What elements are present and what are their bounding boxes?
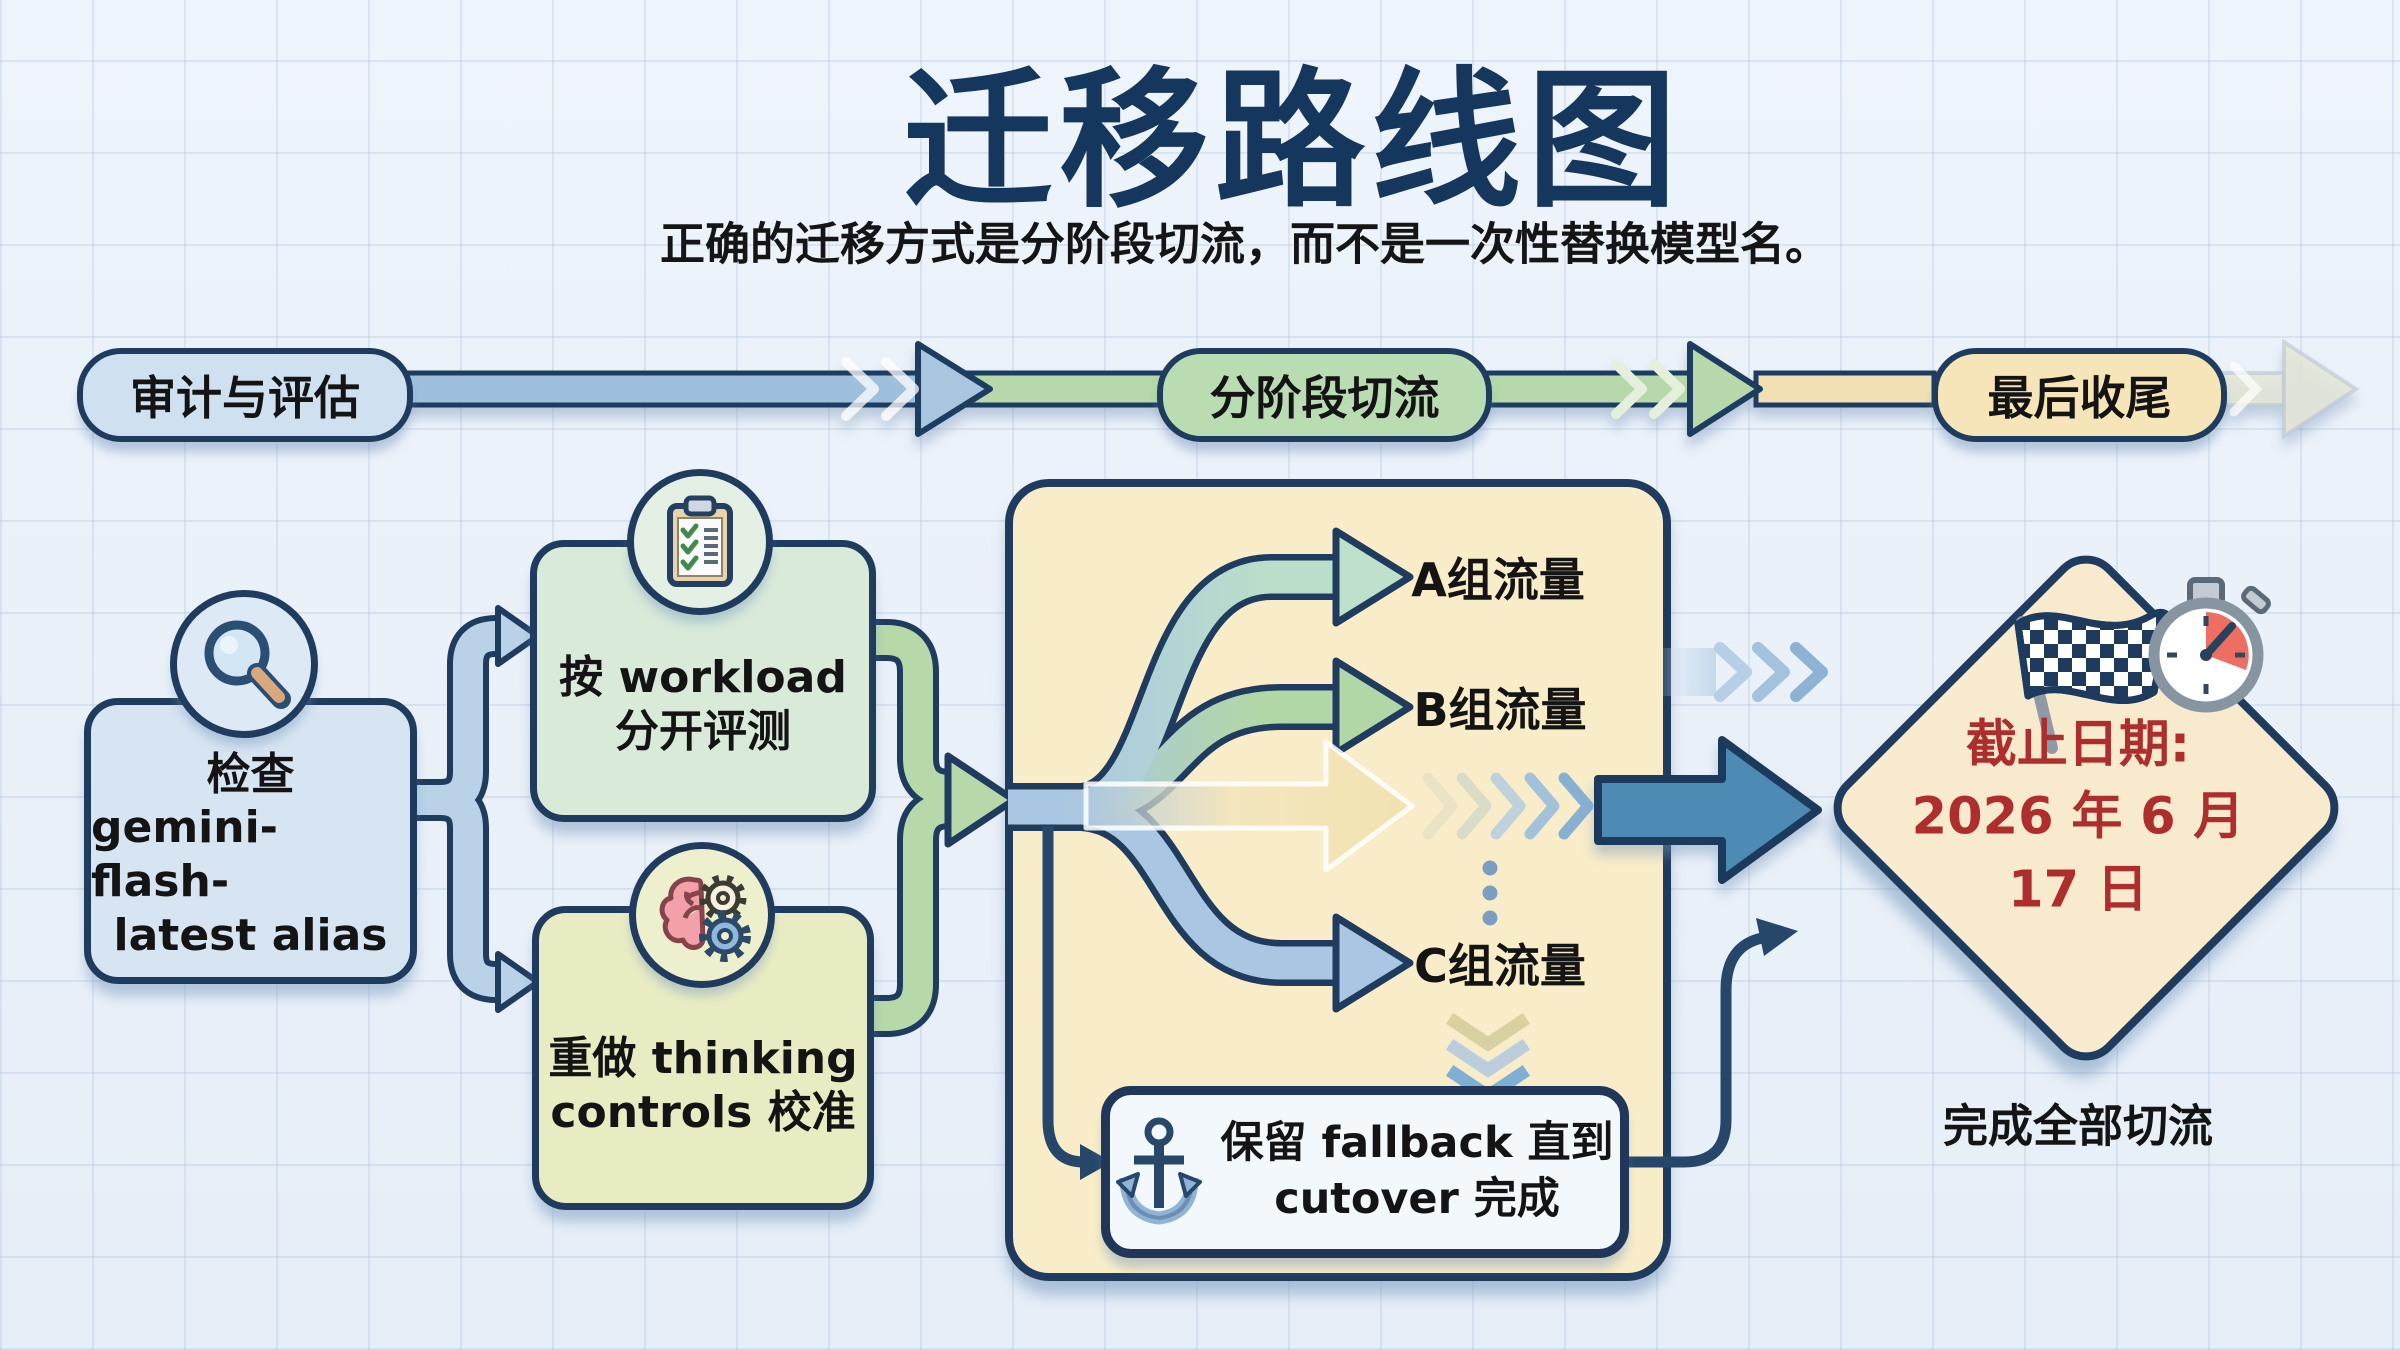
page-subtitle: 正确的迁移方式是分阶段切流，而不是一次性替换模型名。 <box>659 217 1831 271</box>
timeline-arrowhead-green <box>1687 341 1763 437</box>
stage-pill-wrapup: 最后收尾 <box>1932 348 2227 442</box>
fallback-line: 保留 fallback 直到 <box>1220 1118 1614 1169</box>
thinking-badge <box>629 842 775 988</box>
brain-gears-icon <box>659 874 751 962</box>
branch-c-arrowhead <box>1332 913 1414 1013</box>
stage-label: 审计与评估 <box>130 371 360 425</box>
exit-chevrons <box>1714 642 1828 702</box>
magnifier-icon <box>204 620 291 709</box>
big-cutover-arrow <box>1594 736 1822 884</box>
deadline-line: 17 日 <box>2008 860 2148 920</box>
stage-pill-audit: 审计与评估 <box>77 348 413 442</box>
timeline-arrowhead-faded <box>2282 338 2360 440</box>
stage-pill-rollout: 分阶段切流 <box>1157 348 1492 442</box>
audit-badge <box>170 590 318 738</box>
deadline-text: 截止日期: 2026 年 6 月 17 日 <box>1912 709 2245 926</box>
stage-label: 最后收尾 <box>1987 371 2172 425</box>
merge-connector <box>858 619 1018 1037</box>
deadline-line: 截止日期: <box>1965 715 2191 775</box>
page-title: 迁移路线图 <box>902 54 1684 229</box>
fallback-line: cutover 完成 <box>1274 1174 1560 1224</box>
faded-phase-arrow <box>1083 739 1415 873</box>
cutover-exit <box>1594 642 1828 1168</box>
thinking-line: 重做 thinking <box>548 1033 858 1085</box>
ellipsis-dots <box>1482 860 1498 926</box>
thinking-line: controls 校准 <box>550 1087 856 1138</box>
audit-line: 检查 <box>206 748 295 800</box>
fallback-text: 保留 fallback 直到 cutover 完成 <box>1220 1116 1613 1228</box>
deadline-line: 2026 年 6 月 <box>1911 787 2245 847</box>
clipboard-checklist-icon <box>667 495 733 587</box>
group-a-label: A组流量 <box>1411 553 1585 607</box>
group-c-label: C组流量 <box>1414 939 1586 993</box>
workload-badge <box>627 469 773 615</box>
workload-line: 按 workload <box>559 652 847 704</box>
audit-split-connector <box>400 605 541 1013</box>
fallback-box: 保留 fallback 直到 cutover 完成 <box>1101 1086 1629 1258</box>
stage-label: 分阶段切流 <box>1209 371 1440 425</box>
traffic-branches <box>1008 527 1594 1180</box>
deadline-caption: 完成全部切流 <box>1942 1099 2214 1153</box>
timeline-track <box>389 338 2360 440</box>
branch-b-arrowhead <box>1332 657 1414 757</box>
audit-line: gemini-flash- <box>91 802 278 907</box>
stopwatch-icon <box>2148 577 2271 713</box>
timeline-arrowhead-blue <box>915 341 993 437</box>
anchor-icon <box>1116 1117 1203 1225</box>
workload-line: 分开评测 <box>615 706 791 757</box>
audit-line: latest alias <box>113 909 388 961</box>
fallback-connector <box>1042 826 1085 1168</box>
down-chevrons <box>1445 1012 1531 1104</box>
audit-alias-box: 检查 gemini-flash- latest alias <box>84 698 417 984</box>
faded-chevrons <box>1422 772 1594 840</box>
branch-a-arrowhead <box>1332 527 1414 627</box>
fallback-to-deadline-connector <box>1612 932 1764 1168</box>
group-b-label: B组流量 <box>1413 683 1587 737</box>
